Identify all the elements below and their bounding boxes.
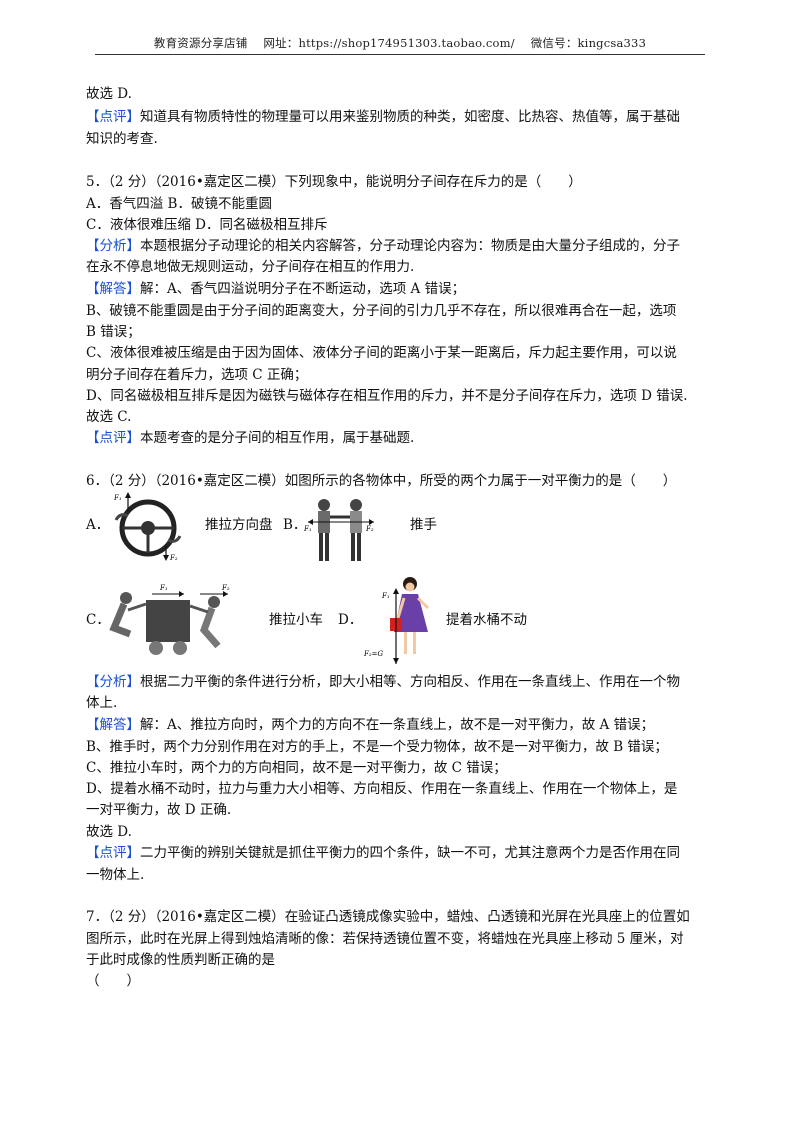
q6-analysis-line-1: 【分析】根据二力平衡的条件进行分析，即大小相等、方向相反、作用在一条直线上、作用…: [86, 674, 680, 690]
q7-stem-line-1: 7．（2 分）（2016•嘉定区二模）在验证凸透镜成像实验中，蜡烛、凸透镜和光屏…: [86, 909, 690, 925]
q5-answer: 故选 C.: [86, 409, 132, 425]
q4-comment-line-2: 知识的考查.: [86, 131, 158, 147]
force-label-f2: F₂: [365, 525, 374, 533]
q6-option-d-label: 提着水桶不动: [446, 612, 527, 628]
q5-solution-line-6: D、同名磁极相互排斥是因为磁铁与磁体存在相互作用的斥力，并不是分子间存在斥力，选…: [86, 388, 688, 404]
steering-wheel-figure: F₁ F₂: [113, 492, 182, 562]
q6-solution-line-1: 【解答】解：A、推拉方向时，两个力的方向不在一条直线上，故不是一对平衡力，故 A…: [86, 717, 655, 733]
q5-solution-line-4: C、液体很难被压缩是由于因为固体、液体分子间的距离小于某一距离后，斥力起主要作用…: [86, 345, 677, 361]
q4-answer: 故选 D.: [86, 86, 132, 102]
q5-solution-line-5: 明分子间存在着斥力，选项 C 正确；: [86, 367, 308, 383]
q6-option-b-letter: B．: [283, 517, 307, 533]
comment-tag: 【点评】: [86, 430, 140, 446]
q6-solution-line-5: 一对平衡力，故 D 正确.: [86, 802, 232, 818]
q6-solution-line-4: D、提着水桶不动时，拉力与重力大小相等、方向相反、作用在一条直线上、作用在一个物…: [86, 781, 678, 797]
q6-comment-line-1: 【点评】二力平衡的辨别关键就是抓住平衡力的四个条件，缺一不可，尤其注意两个力是否…: [86, 845, 680, 861]
q5-analysis-line-2: 在永不停息地做无规则运动，分子间存在相互的作用力.: [86, 259, 415, 275]
cart-figure: F₁ F₂: [109, 584, 230, 655]
force-label-f1: F₁: [381, 592, 390, 600]
q5-analysis-line-1: 【分析】本题根据分子动理论的相关内容解答，分子动理论内容为：物质是由大量分子组成…: [86, 238, 680, 254]
force-label-f1: F₁: [303, 525, 312, 533]
comment-tag: 【点评】: [86, 845, 140, 861]
q6-solution-line-2: B、推手时，两个力分别作用在对方的手上，不是一个受力物体，故不是一对平衡力，故 …: [86, 739, 668, 755]
q5-options-1: A．香气四溢 B．破镜不能重圆: [86, 196, 272, 212]
q6-analysis-line-2: 体上.: [86, 695, 118, 711]
q7-stem-line-2: 图所示，此时在光屏上得到烛焰清晰的像：若保持透镜位置不变，将蜡烛在光具座上移动 …: [86, 931, 684, 947]
q6-option-b-label: 推手: [410, 517, 437, 533]
q4-comment-line-1: 【点评】知道具有物质特性的物理量可以用来鉴别物质的种类，如密度、比热容、热值等，…: [86, 109, 680, 125]
q6-answer: 故选 D.: [86, 824, 132, 840]
header-site[interactable]: 网址：https://shop174951303.taobao.com/: [263, 36, 515, 50]
page-header: 教育资源分享店铺 网址：https://shop174951303.taobao…: [95, 34, 705, 55]
solution-tag: 【解答】: [86, 717, 140, 733]
analysis-tag: 【分析】: [86, 238, 140, 254]
q6-option-d-letter: D．: [338, 612, 363, 628]
q5-solution-line-2: B、破镜不能重圆是由于分子间的距离变大，分子间的引力几乎不存在，所以很难再合在一…: [86, 303, 677, 319]
comment-tag: 【点评】: [86, 109, 140, 125]
force-label-f2: F₂: [169, 554, 178, 562]
q6-option-c-label: 推拉小车: [269, 612, 323, 628]
q6-option-a-letter: A．: [86, 517, 110, 533]
header-wechat: 微信号：kingcsa333: [530, 36, 647, 50]
header-store: 教育资源分享店铺: [153, 36, 248, 50]
q6-option-c-letter: C．: [86, 612, 110, 628]
analysis-tag: 【分析】: [86, 674, 140, 690]
solution-tag: 【解答】: [86, 281, 140, 297]
q6-solution-line-3: C、推拉小车时，两个力的方向相同，故不是一对平衡力，故 C 错误；: [86, 760, 507, 776]
force-label-f1: F₁: [113, 494, 122, 502]
bucket-lady-figure: F₁ F₂=G: [363, 577, 430, 664]
push-hands-figure: F₁ F₂: [303, 499, 374, 561]
q7-answer-blank: （ ）: [86, 973, 140, 989]
q6-comment-line-2: 一物体上.: [86, 867, 145, 883]
force-label-f2-g: F₂=G: [363, 650, 384, 658]
force-label-f1: F₁: [159, 584, 168, 592]
q5-solution-line-1: 【解答】解：A、香气四溢说明分子在不断运动，选项 A 错误；: [86, 281, 466, 297]
q5-solution-line-3: B 错误；: [86, 324, 141, 340]
q5-options-2: C．液体很难压缩 D．同名磁极相互排斥: [86, 217, 328, 233]
q6-option-a-label: 推拉方向盘: [205, 517, 273, 533]
q6-stem: 6．（2 分）（2016•嘉定区二模）如图所示的各物体中，所受的两个力属于一对平…: [86, 473, 677, 489]
force-label-f2: F₂: [221, 584, 230, 592]
q5-comment: 【点评】本题考查的是分子间的相互作用，属于基础题.: [86, 430, 415, 446]
q5-stem: 5．（2 分）（2016•嘉定区二模）下列现象中，能说明分子间存在斥力的是（ ）: [86, 174, 582, 190]
q7-stem-line-3: 于此时成像的性质判断正确的是: [86, 952, 275, 968]
